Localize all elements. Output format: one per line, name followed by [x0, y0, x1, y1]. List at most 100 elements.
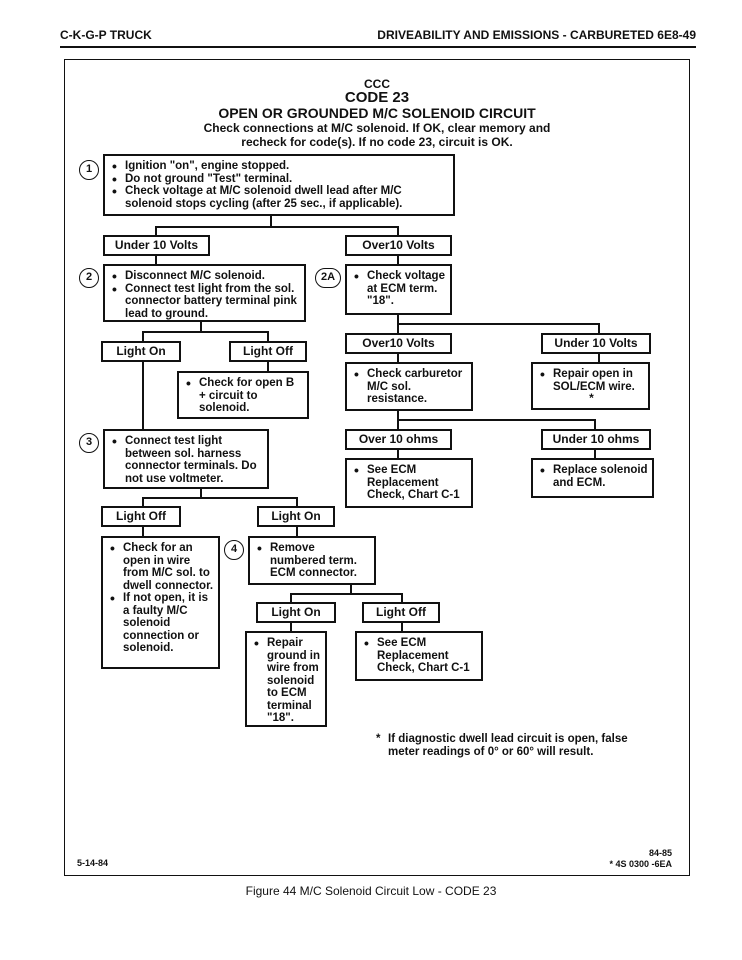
- connector-line: [594, 419, 596, 430]
- connector-line: [267, 361, 269, 372]
- step-2-number: 2: [79, 268, 99, 288]
- result-item: Check for open B + circuit to solenoid.: [186, 377, 303, 415]
- connector-line: [397, 449, 399, 459]
- connector-line: [155, 226, 398, 228]
- result-repair-ground: Repair ground in wire from solenoid to E…: [245, 631, 327, 727]
- connector-line: [290, 593, 292, 603]
- footnote-star: *: [376, 733, 381, 745]
- step-3-item: Connect test light between sol. harness …: [112, 435, 263, 485]
- result-check-open-wire: Check for an open in wire from M/C sol. …: [101, 536, 220, 669]
- step-4-number: 4: [224, 540, 244, 560]
- label-light-off: Light Off: [101, 506, 181, 527]
- connector-line: [397, 255, 399, 265]
- page-header-right: DRIVEABILITY AND EMISSIONS - CARBURETED …: [377, 28, 696, 42]
- connector-line: [142, 526, 144, 537]
- step-1-item: Check voltage at M/C solenoid dwell lead…: [112, 185, 449, 210]
- connector-line: [270, 215, 272, 227]
- connector-line: [200, 321, 202, 332]
- result-item: Check for an open in wire from M/C sol. …: [110, 542, 214, 592]
- step-2-item: Connect test light from the sol. connect…: [112, 283, 300, 321]
- chart-instruction-2: recheck for code(s). If no code 23, circ…: [241, 135, 513, 149]
- connector-line: [598, 353, 600, 363]
- label-light-on: Light On: [256, 602, 336, 623]
- result-item: Repair ground in wire from solenoid to E…: [254, 637, 321, 725]
- connector-line: [142, 331, 268, 333]
- result-check-carburetor: Check carburetor M/C sol. resistance.: [345, 362, 473, 411]
- result-repair-sol-ecm: Repair open in SOL/ECM wire. *: [531, 362, 650, 410]
- label-light-on: Light On: [101, 341, 181, 362]
- label-under-10-ohms: Under 10 ohms: [541, 429, 651, 450]
- label-light-on: Light On: [257, 506, 335, 527]
- page-header-left: C-K-G-P TRUCK: [60, 28, 152, 42]
- step-3-box: Connect test light between sol. harness …: [103, 429, 269, 489]
- connector-line: [594, 449, 596, 459]
- result-see-ecm-replacement: See ECM Replacement Check, Chart C-1: [345, 458, 473, 508]
- result-item: Check carburetor M/C sol. resistance.: [354, 368, 467, 406]
- diagram-frame: [64, 59, 690, 876]
- connector-line: [397, 353, 399, 363]
- footer-date: 5-14-84: [77, 858, 109, 868]
- step-2a-box: Check voltage at ECM term. "18".: [345, 264, 452, 315]
- connector-line: [397, 419, 595, 421]
- connector-line: [397, 323, 599, 325]
- result-check-b-plus: Check for open B + circuit to solenoid.: [177, 371, 309, 419]
- connector-line: [397, 410, 399, 420]
- header-rule: [60, 46, 696, 48]
- label-under-10-volts: Under 10 Volts: [103, 235, 210, 256]
- connector-line: [142, 331, 144, 342]
- connector-line: [296, 526, 298, 537]
- connector-line: [290, 593, 402, 595]
- label-over-10-volts: Over10 Volts: [345, 333, 452, 354]
- connector-line: [397, 323, 399, 334]
- connector-line: [401, 622, 403, 632]
- result-item: See ECM Replacement Check, Chart C-1: [354, 464, 467, 502]
- connector-line: [296, 497, 298, 507]
- connector-line: [200, 488, 202, 498]
- chart-code: CODE 23: [344, 89, 410, 106]
- step-4-item: Remove numbered term. ECM connector.: [257, 542, 370, 580]
- connector-line: [397, 314, 399, 324]
- label-over-10-ohms: Over 10 ohms: [345, 429, 452, 450]
- connector-line: [155, 255, 157, 265]
- result-replace-solenoid-ecm: Replace solenoid and ECM.: [531, 458, 654, 498]
- result-see-ecm-replacement: See ECM Replacement Check, Chart C-1: [355, 631, 483, 681]
- step-2-item: Disconnect M/C solenoid.: [112, 270, 300, 283]
- result-item: If not open, it is a faulty M/C solenoid…: [110, 592, 214, 655]
- step-4-box: Remove numbered term. ECM connector.: [248, 536, 376, 585]
- footer-code-number: * 4S 0300 -6EA: [609, 859, 672, 869]
- connector-line: [401, 593, 403, 603]
- label-light-off: Light Off: [362, 602, 440, 623]
- connector-line: [142, 361, 144, 430]
- connector-line: [397, 226, 399, 236]
- chart-title: OPEN OR GROUNDED M/C SOLENOID CIRCUIT: [218, 105, 536, 121]
- connector-line: [598, 323, 600, 334]
- step-1-item: Ignition "on", engine stopped.: [112, 160, 449, 173]
- result-item: See ECM Replacement Check, Chart C-1: [364, 637, 477, 675]
- step-2a-number: 2A: [315, 268, 341, 288]
- label-under-10-volts: Under 10 Volts: [541, 333, 651, 354]
- connector-line: [267, 331, 269, 342]
- result-item: Repair open in SOL/ECM wire.: [540, 368, 644, 393]
- chart-line-ccc: CCC: [364, 77, 390, 91]
- connector-line: [290, 622, 292, 632]
- footer-code-years: 84-85: [648, 848, 672, 858]
- footnote-text: If diagnostic dwell lead circuit is open…: [388, 733, 628, 758]
- step-2-box: Disconnect M/C solenoid. Connect test li…: [103, 264, 306, 322]
- footnote: * If diagnostic dwell lead circuit is op…: [376, 733, 638, 759]
- figure-caption: Figure 44 M/C Solenoid Circuit Low - COD…: [245, 884, 497, 898]
- step-3-number: 3: [79, 433, 99, 453]
- footnote-marker: *: [589, 391, 594, 405]
- connector-line: [142, 497, 297, 499]
- step-1-item: Do not ground "Test" terminal.: [112, 173, 449, 186]
- connector-line: [155, 226, 157, 236]
- step-2a-item: Check voltage at ECM term. "18".: [354, 270, 446, 308]
- chart-instruction-1: Check connections at M/C solenoid. If OK…: [203, 121, 551, 135]
- connector-line: [350, 584, 352, 594]
- label-light-off: Light Off: [229, 341, 307, 362]
- step-1-number: 1: [79, 160, 99, 180]
- connector-line: [397, 419, 399, 430]
- connector-line: [142, 497, 144, 507]
- label-over-10-volts: Over10 Volts: [345, 235, 452, 256]
- result-item: Replace solenoid and ECM.: [540, 464, 648, 489]
- step-1-box: Ignition "on", engine stopped. Do not gr…: [103, 154, 455, 216]
